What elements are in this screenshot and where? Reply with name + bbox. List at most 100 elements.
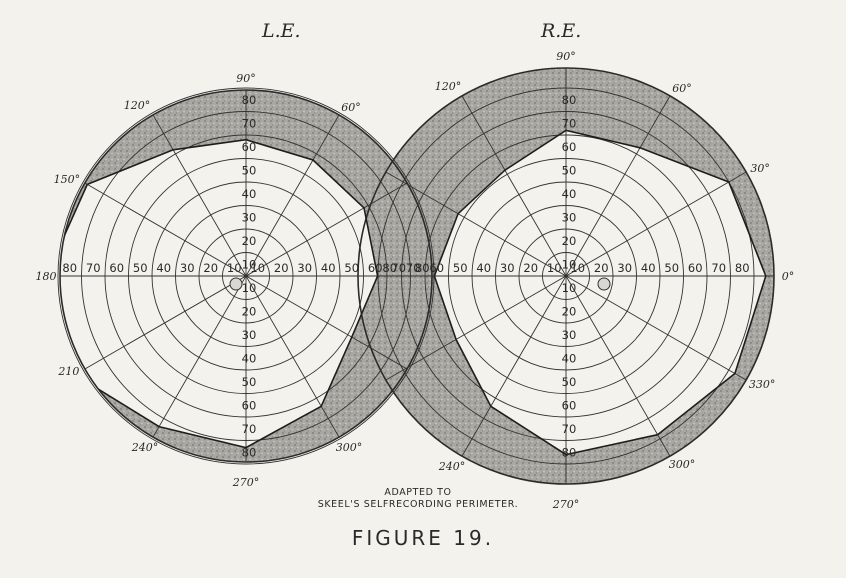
re-ring-label-v: 80 [562,93,577,107]
field-boundaries [60,129,767,456]
le-meridian-label-120: 120° [124,99,151,112]
credit-line-2: SKEEL'S SELFRECORDING PERIMETER. [318,499,519,510]
re-meridian-label-270: 270° [552,498,580,511]
re-ring-label-v: 10 [562,281,577,295]
le-ring-label-v: 10 [242,257,257,271]
le-field-boundary [60,138,379,449]
re-ring-label-h: 40 [641,261,656,275]
re-meridian-label-30: 30° [750,162,770,175]
le-ring-label-v: 20 [242,234,257,248]
le-ring-label-h: 40 [321,261,336,275]
re-ring-label-v: 70 [562,116,577,130]
le-ring-label-h: 70 [391,261,406,275]
re-ring-label-v: 80 [562,445,577,459]
re-ring-label-h: 60 [688,261,703,275]
le-ring-label-h: 30 [180,261,195,275]
le-ring-label-h: 20 [274,261,289,275]
le-ring-label-v: 80 [242,445,257,459]
re-ring-label-v: 50 [562,163,577,177]
re-ring-label-v: 50 [562,375,577,389]
le-ring-label-v: 60 [242,398,257,412]
le-ring-label-h: 10 [250,261,265,275]
re-meridian-label-90: 90° [556,50,576,63]
re-ring-label-h: 70 [406,261,421,275]
re-ring-label-h: 10 [547,261,562,275]
re-ring-label-v: 60 [562,140,577,154]
re-meridian-label-330: 330° [749,378,776,391]
le-ring-label-h: 50 [344,261,359,275]
le-ring-label-v: 50 [242,163,257,177]
re-ring-label-h: 70 [711,261,726,275]
figure-title: FIGURE 19. [352,526,494,550]
re-ring-label-h: 60 [429,261,444,275]
re-ring-label-h: 20 [523,261,538,275]
re-meridian-label-300: 300° [669,458,696,471]
re-grid [357,67,775,485]
shaded-field-background [60,68,774,484]
le-ring-label-h: 70 [86,261,101,275]
le-ring-label-h: 20 [203,261,218,275]
re-ring-label-h: 80 [735,261,750,275]
re-field-boundary [433,129,767,456]
le-meridian-150 [84,182,408,370]
le-ring-label-h: 80 [62,261,77,275]
le-ring-label-h: 60 [109,261,124,275]
le-ring-label-v: 80 [242,93,257,107]
le-meridian-label-150: 150° [54,173,81,186]
re-ring-label-v: 10 [562,257,577,271]
re-ring-label-h: 50 [664,261,679,275]
re-ring-label-v: 60 [562,398,577,412]
le-ring-label-v: 10 [242,281,257,295]
le-field-boundary-group [60,138,379,449]
le-ring-label-h: 10 [227,261,242,275]
re-field-boundary-group [433,129,767,456]
re-meridian-150 [385,171,747,381]
polar-grid [57,67,775,485]
re-ring-label-h: 50 [453,261,468,275]
re-ring-label-h: 40 [476,261,491,275]
le-ring-label-v: 50 [242,375,257,389]
le-meridian-label-90: 90° [236,72,256,85]
re-ring-label-v: 20 [562,304,577,318]
re-ring-label-h: 20 [594,261,609,275]
le-meridian-label-300: 300° [336,441,363,454]
re-meridian-label-120: 120° [435,80,462,93]
le-ring-label-v: 70 [242,422,257,436]
re-ring-label-v: 20 [562,234,577,248]
re-ring-label-v: 30 [562,210,577,224]
le-ring-label-v: 60 [242,140,257,154]
le-ring-label-h: 60 [368,261,383,275]
le-ring-label-h: 40 [156,261,171,275]
le-ring-label-h: 30 [297,261,312,275]
re-meridian-label-60: 60° [672,82,692,95]
le-ring-label-v: 40 [242,351,257,365]
re-ring-label-h: 30 [617,261,632,275]
re-ring-label-h: 80 [382,261,397,275]
le-ring-label-h: 50 [133,261,148,275]
le-ring-label-v: 40 [242,187,257,201]
credit-line-1: ADAPTED TO [384,487,451,498]
re-visual-field-area [434,130,766,455]
re-ring-label-v: 30 [562,328,577,342]
le-blind-spot [229,277,243,291]
re-ring-label-v: 40 [562,351,577,365]
le-ring-label-v: 20 [242,304,257,318]
left-eye-label: L.E. [261,20,301,42]
re-meridian-label-0: 0° [782,270,795,283]
le-ring-label-v: 30 [242,328,257,342]
le-meridian-label-180: 180 [36,270,57,283]
re-ring-label-h: 30 [500,261,515,275]
le-meridian-label-210: 210 [57,365,79,378]
le-meridian-label-270: 270° [232,476,260,489]
re-ring-label-h: 10 [570,261,585,275]
re-blind-spot [597,277,611,291]
le-meridian-label-60: 60° [341,101,361,114]
re-meridian-label-240: 240° [438,460,466,473]
le-ring-label-h: 80 [415,261,430,275]
re-ring-label-v: 70 [562,422,577,436]
right-eye-label: R.E. [540,20,581,42]
re-ring-label-v: 40 [562,187,577,201]
le-meridian-label-240: 240° [131,441,159,454]
